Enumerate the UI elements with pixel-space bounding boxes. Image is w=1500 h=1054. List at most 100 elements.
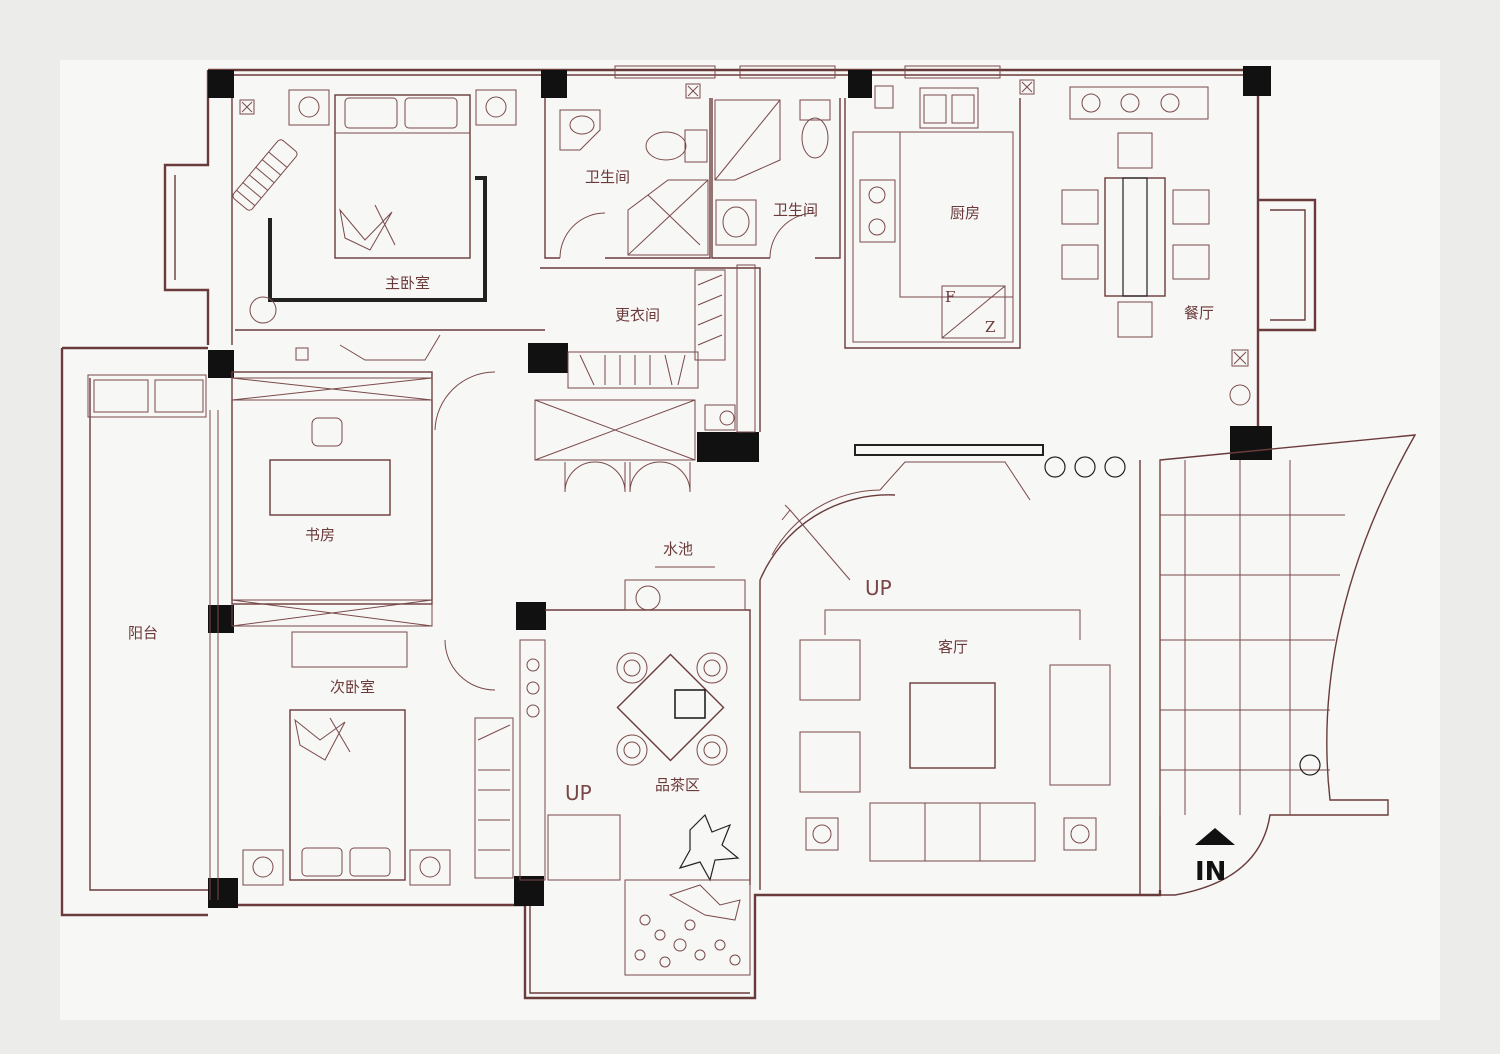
dining-chair bbox=[1061, 189, 1099, 225]
tv-screen bbox=[879, 461, 1031, 501]
column bbox=[1230, 426, 1272, 460]
study: 书房 bbox=[231, 334, 496, 691]
lounge-chair bbox=[232, 139, 298, 211]
bathroom-2: 卫生间 bbox=[711, 98, 841, 259]
plant-icon bbox=[1044, 456, 1066, 478]
kitchen-marker-f: F bbox=[945, 288, 955, 306]
column bbox=[208, 70, 234, 98]
dressing-room: 更衣间 bbox=[534, 264, 761, 493]
lamp-icon bbox=[419, 856, 441, 878]
door-swing bbox=[564, 461, 596, 493]
rock-icon bbox=[668, 884, 741, 921]
master-bed bbox=[334, 94, 471, 259]
kitchen-sink bbox=[919, 87, 979, 129]
rock-garden bbox=[624, 879, 751, 976]
nightstand bbox=[288, 89, 330, 126]
lamp-icon bbox=[298, 96, 320, 118]
nightstand bbox=[242, 849, 284, 886]
wardrobe-rail bbox=[694, 269, 726, 361]
pillow bbox=[301, 847, 343, 877]
master-bedroom: 主卧室 bbox=[231, 89, 545, 345]
stair-landing bbox=[547, 814, 621, 881]
wardrobe-rail bbox=[567, 351, 699, 389]
side-table bbox=[805, 817, 839, 851]
dining-chair bbox=[1172, 244, 1210, 280]
sideboard bbox=[1069, 86, 1209, 120]
pool-label: 水池 bbox=[663, 540, 693, 558]
pillow bbox=[404, 97, 458, 129]
kitchen-label: 厨房 bbox=[950, 204, 980, 222]
toilet-bowl bbox=[645, 131, 687, 161]
plant-icon bbox=[239, 99, 255, 115]
plant-icon bbox=[678, 813, 740, 882]
lamp-icon bbox=[485, 96, 507, 118]
curved-wall bbox=[759, 494, 896, 581]
kitchen-marker-z: Z bbox=[985, 318, 995, 336]
tea-stool bbox=[616, 652, 648, 684]
column bbox=[541, 70, 567, 98]
bed-linen-sketch bbox=[339, 204, 396, 251]
second-bedroom-label: 次卧室 bbox=[330, 678, 375, 696]
dressing-room-label: 更衣间 bbox=[615, 306, 660, 324]
pillow bbox=[349, 847, 391, 877]
side-sofa bbox=[1049, 664, 1111, 786]
tv-console bbox=[854, 444, 1044, 456]
stove bbox=[859, 179, 896, 243]
balcony: 阳台 bbox=[87, 374, 219, 900]
tea-area: 水池 品茶区 UP bbox=[519, 540, 761, 976]
side-table bbox=[1063, 817, 1097, 851]
column bbox=[848, 70, 872, 98]
door-swing bbox=[434, 371, 496, 431]
desk-chair bbox=[311, 417, 343, 447]
kitchen: F Z 厨房 bbox=[844, 85, 1021, 349]
column bbox=[208, 350, 234, 378]
column bbox=[516, 602, 546, 630]
dining-room: 餐厅 bbox=[1061, 86, 1251, 406]
second-bed bbox=[289, 709, 406, 881]
dining-room-label: 餐厅 bbox=[1184, 304, 1214, 322]
main-sofa bbox=[869, 802, 1036, 862]
plant-icon bbox=[1074, 456, 1096, 478]
toilet-tank bbox=[799, 99, 831, 121]
entrance-arrow-icon bbox=[1195, 828, 1235, 845]
washing-machine bbox=[154, 379, 204, 413]
master-bedroom-label: 主卧室 bbox=[385, 274, 430, 292]
toilet-tank bbox=[684, 129, 708, 163]
pillow bbox=[344, 97, 398, 129]
shower-tray bbox=[627, 179, 709, 256]
storage-cabinet bbox=[534, 399, 696, 461]
second-bedroom: 次卧室 bbox=[242, 631, 514, 886]
terrace: IN bbox=[1159, 434, 1417, 896]
bed-linen-sketch bbox=[294, 717, 351, 761]
tea-area-label: 品茶区 bbox=[655, 776, 700, 794]
dining-chair bbox=[1172, 189, 1210, 225]
tea-stool bbox=[696, 652, 728, 684]
tv-cabinet bbox=[339, 334, 441, 361]
wardrobe bbox=[474, 717, 514, 879]
armchair bbox=[799, 731, 861, 793]
column bbox=[697, 432, 759, 462]
fridge bbox=[941, 285, 1006, 339]
column bbox=[528, 343, 568, 373]
stool bbox=[249, 296, 277, 324]
bathroom-2-label: 卫生间 bbox=[773, 201, 818, 219]
entrance-marker: IN bbox=[1195, 857, 1226, 887]
plant-icon bbox=[1299, 754, 1321, 776]
toilet-bowl bbox=[801, 117, 829, 159]
door-swing bbox=[769, 212, 816, 259]
living-room: UP 客厅 bbox=[759, 444, 1141, 895]
sink bbox=[559, 109, 601, 151]
column bbox=[208, 878, 238, 908]
armchair bbox=[799, 639, 861, 701]
column bbox=[1243, 66, 1271, 96]
plant-icon bbox=[1229, 384, 1251, 406]
bathroom-1-label: 卫生间 bbox=[585, 168, 630, 186]
lamp-icon bbox=[252, 856, 274, 878]
dining-chair bbox=[1117, 132, 1153, 169]
nightstand bbox=[475, 89, 517, 126]
dining-chair bbox=[1117, 301, 1153, 338]
nightstand bbox=[409, 849, 451, 886]
dining-chair bbox=[1061, 244, 1099, 280]
appliance-icon bbox=[874, 85, 894, 109]
